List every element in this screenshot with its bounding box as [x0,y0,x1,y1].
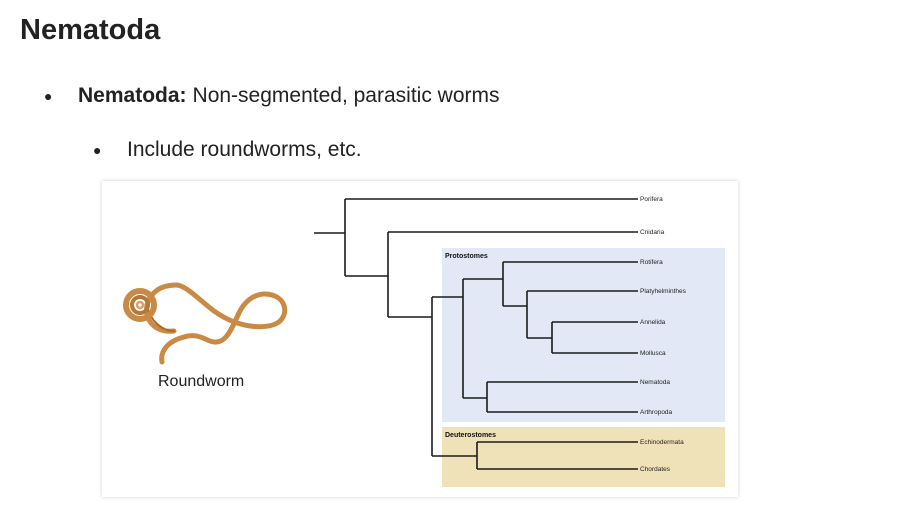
taxon-label: Mollusca [640,350,666,357]
deuterostomes-box [442,427,725,487]
roundworm-icon [123,282,288,365]
tree-branches [314,198,638,470]
bullet-term: Nematoda: [78,84,187,107]
taxon-label: Nematoda [640,379,670,386]
taxon-label: Echinodermata [640,439,684,446]
deuterostomes-label: Deuterostomes [445,432,496,439]
taxon-label: Arthropoda [640,409,673,416]
slide-title: Nematoda [20,14,161,46]
taxon-label: Rotifera [640,259,663,266]
bullet-dot-icon: ● [93,142,102,158]
bullet-nematoda: ● Nematoda: Non-segmented, parasitic wor… [44,84,499,108]
taxon-label: Platyhelminthes [640,288,687,295]
taxon-label: Chordates [640,466,671,473]
protostomes-box [442,248,725,422]
sub-bullet-roundworms: ● Include roundworms, etc. [93,138,362,162]
taxon-label: Cnidaria [640,229,665,236]
sub-bullet-text: Include roundworms, etc. [127,138,362,161]
phylogeny-figure: Protostomes Deuterostomes [102,181,738,497]
phylogenetic-tree: Protostomes Deuterostomes [123,196,725,487]
taxon-label: Annelida [640,319,666,326]
bullet-description: Non-segmented, parasitic worms [192,84,500,107]
bullet-dot-icon: ● [44,88,53,104]
taxon-label: Porifera [640,196,663,203]
roundworm-label: Roundworm [158,373,245,390]
protostomes-label: Protostomes [445,253,488,260]
